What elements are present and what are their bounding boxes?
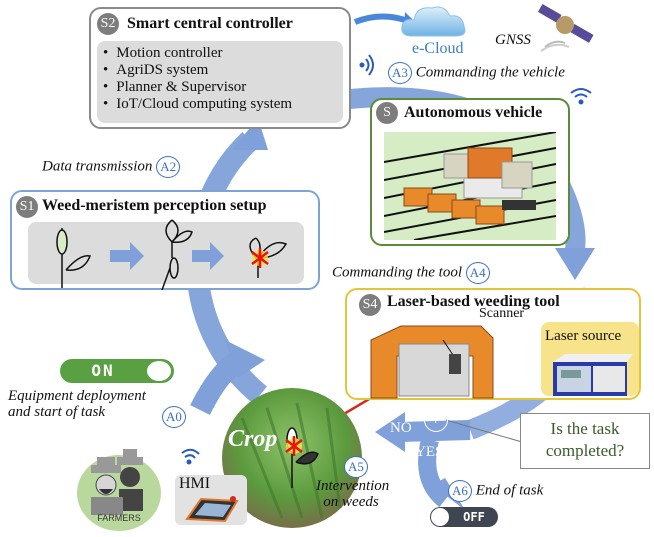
a3-circle: A3 <box>388 62 412 84</box>
a3-label: A3 Commanding the vehicle <box>388 62 565 84</box>
decision-question-box: Is the task completed? <box>520 413 650 469</box>
decision-circle: ? <box>424 408 448 432</box>
satellite-icon <box>537 4 594 52</box>
s4-laser-weeding-tool: S4 Laser-based weeding tool Scanner Lase… <box>345 288 641 400</box>
cloud-icon <box>401 6 466 37</box>
decision-connector <box>445 419 523 443</box>
hmi-device[interactable]: HMI <box>175 475 247 525</box>
decision-yes-label: YES <box>415 444 444 460</box>
arrow-right-icon <box>110 242 144 270</box>
on-toggle-label: ON <box>91 361 115 380</box>
question-line2: completed? <box>545 441 625 460</box>
yes-arrow <box>418 437 452 508</box>
e-cloud: e-Cloud <box>400 2 470 57</box>
a6-text: End of task <box>475 482 544 499</box>
question-line1: Is the task <box>550 419 620 438</box>
on-toggle[interactable]: ON <box>60 359 174 383</box>
off-toggle-knob <box>431 508 449 526</box>
on-toggle-knob <box>146 360 172 382</box>
cloud-label: e-Cloud <box>412 40 464 57</box>
a2-circle: A2 <box>156 156 181 178</box>
autonomous-vehicle-image <box>384 132 556 240</box>
s2-title: Smart central controller <box>127 15 293 32</box>
plant-icon-step2 <box>161 219 193 290</box>
hmi-label: HMI <box>179 475 211 492</box>
laser-source-label: Laser source <box>545 328 622 344</box>
s2-item: Planner & Supervisor <box>103 79 343 96</box>
a5-label: Intervention on weeds <box>316 478 390 510</box>
a0-label: Equipment deployment and start of task <box>8 388 146 420</box>
a0-text-line1: Equipment deployment <box>8 388 146 404</box>
a6-label: A6 End of task <box>448 480 543 502</box>
decision-no-label: NO <box>390 420 412 436</box>
a3-text: Commanding the vehicle <box>415 64 565 81</box>
farmers-icon <box>91 449 143 515</box>
s1-badge: S1 <box>16 196 38 218</box>
off-toggle[interactable]: OFF <box>430 507 498 527</box>
a5-circle: A5 <box>344 456 368 478</box>
wifi-icon-hmi <box>181 448 200 465</box>
a4-arrow-head <box>555 248 595 280</box>
arrow-right-icon <box>192 242 224 270</box>
cloud-link-arrow <box>353 13 406 25</box>
a2-label: Data transmission A2 <box>42 156 181 178</box>
scanner-label: Scanner <box>479 306 525 321</box>
wifi-icon-s2 <box>359 54 374 76</box>
s1-title: Weed-meristem perception setup <box>42 197 267 214</box>
plant-icon-step1 <box>56 228 92 288</box>
a5-text-line2: on weeds <box>323 494 379 510</box>
s2-item: Motion controller <box>103 45 343 62</box>
no-arrow-head <box>375 412 405 452</box>
s2-badge: S2 <box>97 13 119 35</box>
a2-text: Data transmission <box>42 158 153 175</box>
a5-text-line1: Intervention <box>316 478 390 494</box>
s3-title: Autonomous vehicle <box>404 104 543 121</box>
laser-source-device <box>553 354 633 396</box>
crop-rows <box>240 402 342 519</box>
a4-circle: A4 <box>465 262 490 284</box>
gnss-label: GNSS <box>495 32 531 48</box>
s1-weed-meristem-perception: S1 Weed-meristem perception setup <box>10 190 320 290</box>
s3-badge: S <box>376 102 398 124</box>
s4-title: Laser-based weeding tool <box>387 293 560 310</box>
s2-list-panel: Motion controller AgriDS system Planner … <box>97 41 343 123</box>
weeding-tool-image <box>370 325 494 399</box>
a0-arrow-head <box>225 340 265 378</box>
s2-item: AgriDS system <box>103 62 343 79</box>
s3-autonomous-vehicle: S Autonomous vehicle <box>370 98 570 246</box>
farmers-group: FARMERS <box>77 449 161 531</box>
perception-steps <box>56 219 288 290</box>
s2-smart-central-controller: S2 Smart central controller Motion contr… <box>89 7 351 129</box>
crop-label: Crop <box>228 426 278 452</box>
a4-text: Commanding the tool <box>332 264 462 281</box>
a4-label: Commanding the tool A4 <box>332 262 490 284</box>
off-toggle-label: OFF <box>463 510 485 524</box>
tablet-icon <box>185 496 239 523</box>
a6-circle: A6 <box>448 480 472 502</box>
s2-item: IoT/Cloud computing system <box>103 96 343 113</box>
a0-text-line2: and start of task <box>8 404 106 420</box>
a0-circle: A0 <box>162 406 186 428</box>
weed-target-icon <box>249 237 288 278</box>
s4-badge: S4 <box>359 294 381 316</box>
farmers-label: FARMERS <box>97 513 141 523</box>
wifi-icon-vehicle <box>570 88 592 105</box>
